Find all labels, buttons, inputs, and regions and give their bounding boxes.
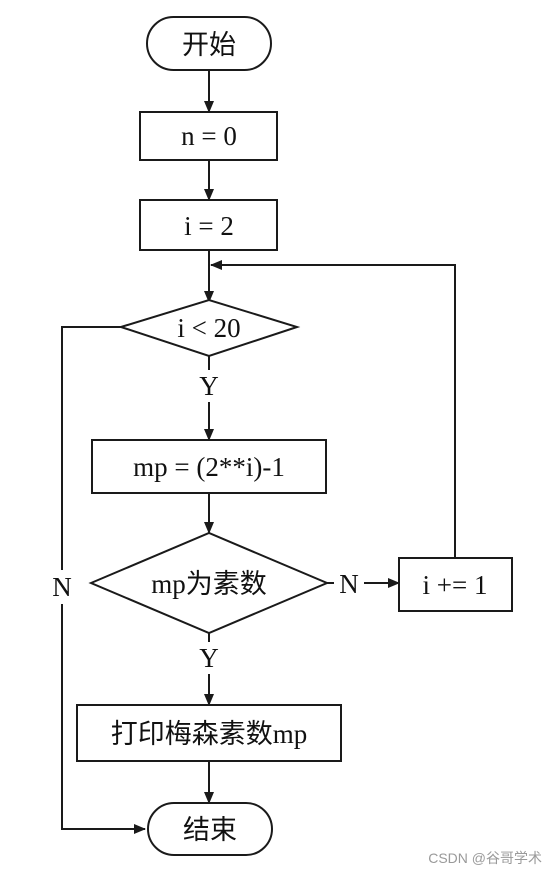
start-label: 开始 (182, 30, 236, 60)
calc-mp-process: mp = (2**i)-1 (91, 439, 327, 494)
prime-check-decision: mp为素数 (88, 531, 330, 635)
loop-yes-label: Y (199, 371, 219, 401)
end-terminal: 结束 (147, 802, 273, 856)
loop-condition-label: i < 20 (177, 313, 240, 343)
print-label: 打印梅森素数mp (111, 719, 308, 749)
init-n-process: n = 0 (139, 111, 278, 161)
loop-no-label-bg (47, 570, 77, 604)
prime-no-label-bg (334, 567, 364, 601)
prime-check-label: mp为素数 (151, 569, 267, 599)
prime-yes-label-bg (195, 642, 223, 674)
edge-increment-back-to-loop (210, 260, 456, 558)
prime-yes-label: Y (199, 643, 219, 673)
calc-mp-label: mp = (2**i)-1 (133, 452, 285, 482)
print-process: 打印梅森素数mp (76, 704, 342, 762)
loop-yes-label-bg (195, 370, 223, 402)
end-label: 结束 (183, 815, 237, 845)
increment-process: i += 1 (398, 557, 513, 612)
init-i-process: i = 2 (139, 199, 278, 251)
increment-label: i += 1 (423, 570, 488, 600)
watermark: CSDN @谷哥学术 (428, 850, 542, 866)
loop-no-label: N (52, 572, 72, 602)
init-i-label: i = 2 (184, 211, 234, 241)
init-n-label: n = 0 (181, 121, 237, 151)
start-terminal: 开始 (146, 16, 272, 71)
loop-condition-decision: i < 20 (117, 298, 301, 358)
prime-no-label: N (339, 569, 359, 599)
